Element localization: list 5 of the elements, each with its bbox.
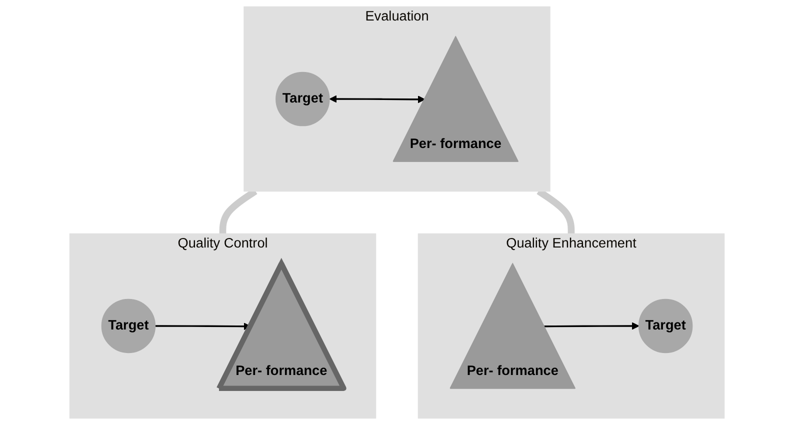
arrow <box>330 95 426 104</box>
node-circle: Target <box>276 72 330 126</box>
arrow <box>544 322 640 330</box>
node-circle: Target <box>638 298 694 354</box>
node-circle: Target <box>102 298 156 354</box>
